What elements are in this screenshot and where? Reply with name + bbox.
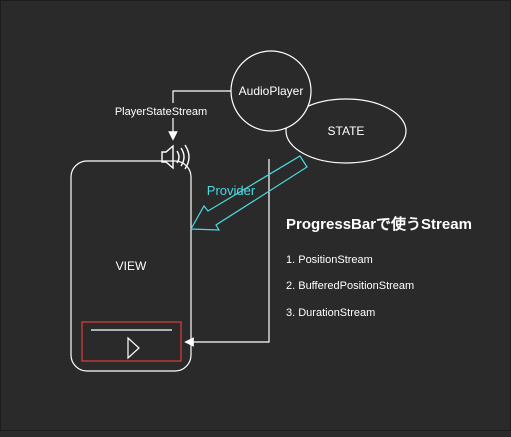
audio-player-label: AudioPlayer (239, 84, 304, 98)
state-to-progress-arrow (184, 159, 270, 347)
view-label: VIEW (116, 259, 147, 273)
audio-player-node (230, 50, 312, 132)
player-state-stream-label: PlayerStateStream (115, 106, 207, 118)
progress-bar-box (81, 321, 182, 362)
notes-item-1: 1. PositionStream (286, 254, 373, 266)
play-icon (127, 336, 140, 360)
speaker-icon (161, 144, 190, 170)
provider-label: Provider (207, 183, 256, 198)
state-label: STATE (328, 124, 365, 138)
state-node (285, 98, 407, 164)
player-state-stream-label-bg (113, 103, 209, 118)
view-frame (70, 160, 192, 372)
player-state-stream-arrow (168, 90, 231, 141)
notes-item-2: 2. BufferedPositionStream (286, 280, 414, 292)
notes-title: ProgressBarで使うStream (286, 215, 472, 233)
provider-arrow (189, 155, 308, 231)
notes-item-3: 3. DurationStream (286, 307, 375, 319)
